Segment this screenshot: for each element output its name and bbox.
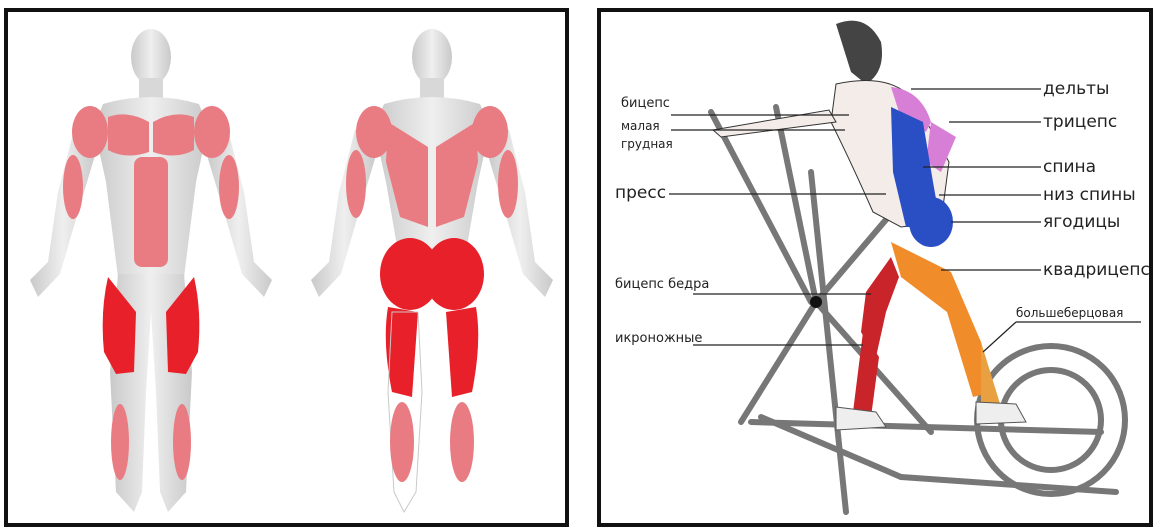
glute-right <box>424 238 484 310</box>
label-quads: квадрицепс <box>1043 260 1149 280</box>
label-glutes: ягодицы <box>1043 212 1120 232</box>
pivot-joint <box>810 296 822 308</box>
abs-front <box>134 157 168 267</box>
user-figure <box>713 21 1026 430</box>
label-delts: дельты <box>1043 79 1109 99</box>
elliptical-panel: бицепс малая грудная пресс бицепс бедра … <box>597 8 1153 527</box>
calf-right <box>450 402 474 482</box>
front-delt-right <box>194 106 230 158</box>
label-triceps: трицепс <box>1043 112 1117 132</box>
calf-left <box>390 402 414 482</box>
anatomy-illustration <box>8 12 565 523</box>
label-pec-minor-1: малая <box>621 119 660 133</box>
label-abs: пресс <box>615 183 666 203</box>
back-figure <box>311 29 553 512</box>
label-back: спина <box>1043 157 1096 177</box>
label-calves: икроножные <box>615 331 702 346</box>
quad-region <box>891 242 993 397</box>
chest-right <box>153 114 194 155</box>
front-delt-left <box>72 106 108 158</box>
label-hamstring: бицепс бедра <box>615 277 709 292</box>
hamstring-left <box>386 307 418 397</box>
front-figure <box>30 29 272 512</box>
elliptical-diagram: бицепс малая грудная пресс бицепс бедра … <box>601 12 1149 523</box>
anatomy-panel <box>4 8 569 527</box>
chest-left <box>108 114 149 155</box>
triceps-region <box>926 122 956 172</box>
label-tibialis: большеберцовая <box>1016 306 1123 320</box>
glute-region <box>909 197 953 247</box>
label-pec-minor-2: грудная <box>621 137 673 151</box>
hamstring-right <box>446 307 478 397</box>
label-biceps: бицепс <box>621 96 670 111</box>
label-lower-back: низ спины <box>1043 185 1136 205</box>
